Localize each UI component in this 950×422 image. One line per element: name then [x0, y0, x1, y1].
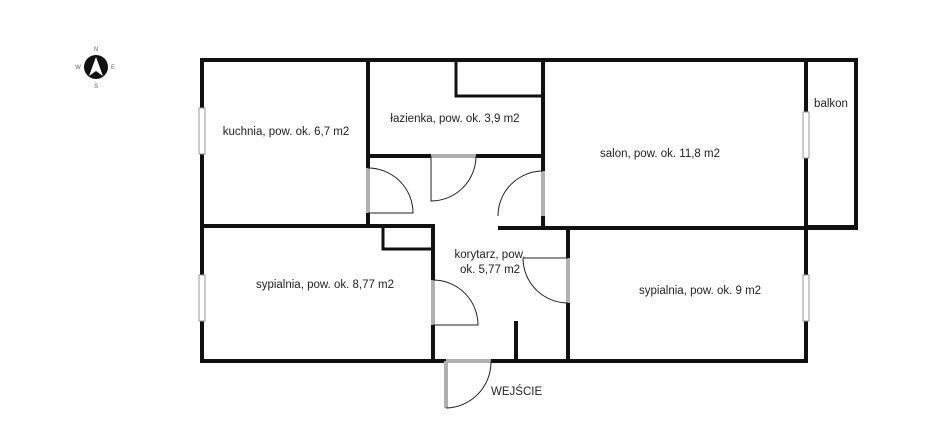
compass-north: N: [94, 47, 98, 53]
window-bedroom-left: [198, 274, 206, 322]
label-corridor-line2: ok. 5,77 m2: [460, 264, 520, 276]
label-bathroom: łazienka, pow. ok. 3,9 m2: [390, 113, 519, 125]
compass-needle: [89, 57, 103, 76]
room-labels: kuchnia, pow. ok. 6,7 m2 łazienka, pow. …: [223, 98, 848, 398]
interior-walls: [200, 58, 858, 363]
doors: [364, 152, 572, 409]
label-bedroom-right: sypialnia, pow. ok. 9 m2: [639, 285, 761, 297]
compass-east: E: [111, 65, 115, 71]
label-balcony: balkon: [814, 98, 848, 110]
door-bedroom-left: [429, 279, 479, 326]
compass-south: S: [94, 84, 98, 90]
window-bedroom-right: [802, 274, 810, 322]
door-entrance: [444, 357, 492, 409]
door-kitchen: [364, 167, 414, 214]
label-entrance: WEJŚCIE: [491, 385, 542, 398]
windows: [198, 107, 810, 322]
outer-walls: [200, 58, 858, 363]
door-salon: [497, 170, 547, 217]
label-kitchen: kuchnia, pow. ok. 6,7 m2: [223, 126, 350, 138]
compass: N S E W: [75, 47, 115, 90]
door-bedroom-right: [522, 257, 572, 304]
label-living-room: salon, pow. ok. 11,8 m2: [600, 148, 720, 160]
window-kitchen: [198, 107, 206, 155]
door-bathroom: [430, 152, 477, 202]
label-bedroom-left: sypialnia, pow. ok. 8,77 m2: [256, 279, 394, 291]
window-salon: [802, 111, 810, 159]
label-corridor-line1: korytarz, pow.: [455, 249, 526, 261]
compass-west: W: [75, 65, 81, 71]
